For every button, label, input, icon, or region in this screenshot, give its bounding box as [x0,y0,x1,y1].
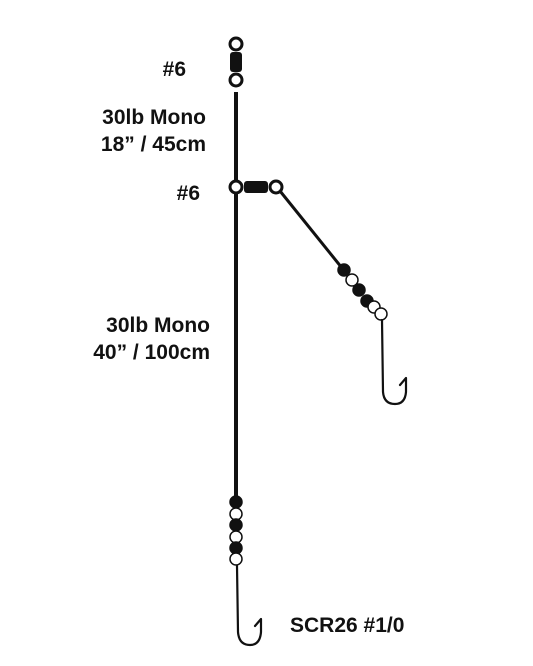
top-swivel-size-label: #6 [162,58,186,81]
main-bead [229,541,243,555]
lower-line-length: 40” / 100cm [93,341,210,364]
dropper-bead [337,263,351,277]
main-bead [229,507,243,521]
branch-swivel-left-eye [228,179,244,195]
main-line-label: 30lb Mono 18” / 45cm [40,104,206,158]
main-hook-icon [235,564,263,647]
branch-swivel [228,179,284,195]
dropper-hook-icon [380,318,408,406]
top-swivel-barrel [230,52,242,72]
dropper-beads [337,263,388,321]
main-bead [229,518,243,532]
main-bead [229,495,243,509]
branch-swivel-size-label: #6 [176,182,200,205]
main-bead [229,552,243,566]
main-line-length: 18” / 45cm [100,133,206,156]
dropper-bead [345,273,359,287]
dropper-line [278,190,344,269]
dropper-bead [352,283,366,297]
main-line-spec: 30lb Mono [102,106,206,129]
hook-spec-label: SCR26 #1/0 [290,614,405,637]
top-swivel [228,36,244,88]
dropper-bead [374,307,388,321]
lower-line-label: 30lb Mono 40” / 100cm [40,312,210,366]
branch-swivel-right-eye [268,179,284,195]
top-swivel-upper-eye [228,36,244,52]
main-line-beads [229,495,243,566]
lower-line-spec: 30lb Mono [106,314,210,337]
main-bead [229,530,243,544]
branch-swivel-barrel [244,181,268,193]
top-swivel-lower-eye [228,72,244,88]
